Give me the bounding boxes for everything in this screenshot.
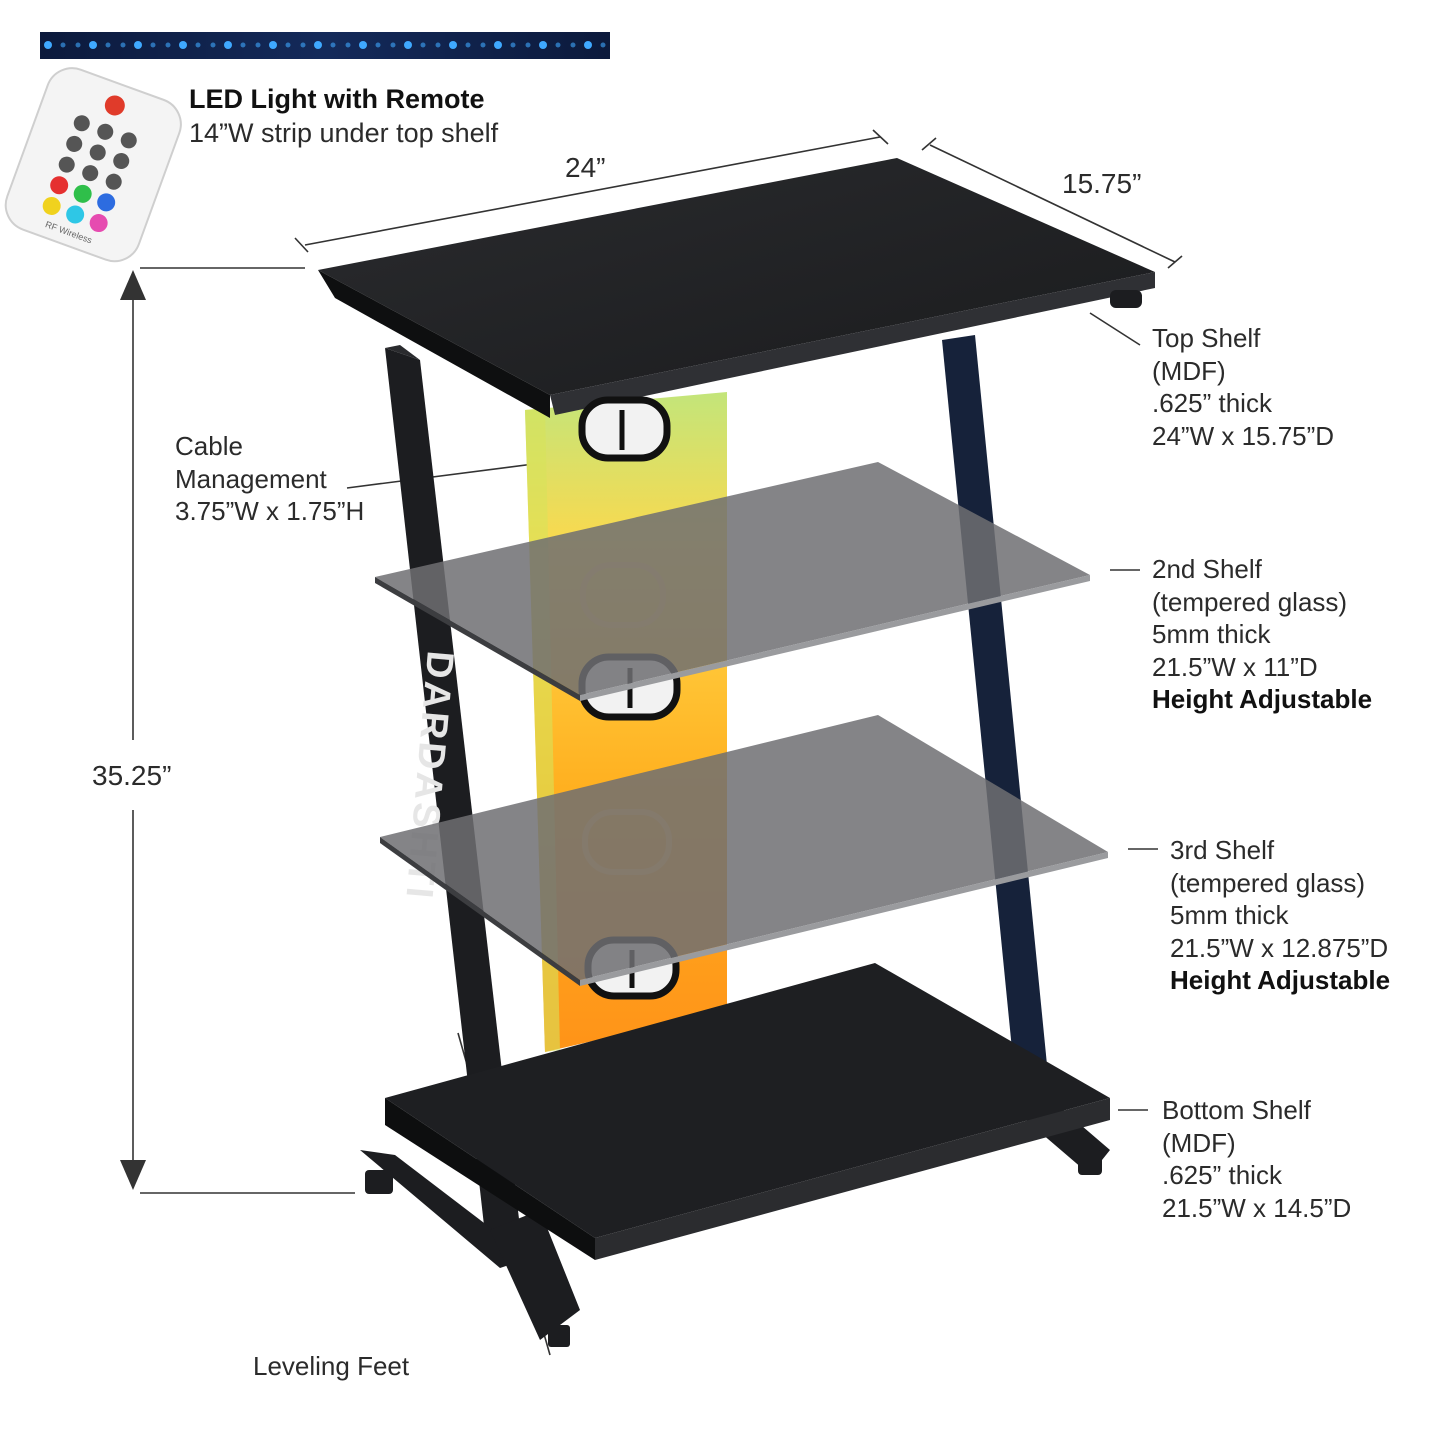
led-dot: [60, 42, 66, 48]
cable-line-2: Management: [175, 463, 327, 494]
leveling-feet-callout: Leveling Feet: [253, 1351, 410, 1381]
second-shelf-line-4: 21.5”W x 11”D: [1152, 651, 1318, 682]
led-dot: [345, 42, 351, 48]
second-shelf-line-5: Height Adjustable: [1152, 684, 1373, 714]
led-dot: [105, 42, 111, 48]
second-shelf-line-3: 5mm thick: [1152, 619, 1271, 649]
led-dot: [195, 42, 201, 48]
bottom-shelf: [385, 963, 1110, 1238]
top-shelf: [318, 158, 1155, 395]
bottom-shelf-callout: Bottom Shelf (MDF) .625” thick 21.5”W x …: [1162, 1094, 1351, 1224]
led-dot: [120, 42, 126, 48]
third-shelf-line-4: 21.5”W x 12.875”D: [1170, 932, 1389, 963]
bottom-shelf-line-3: .625” thick: [1162, 1160, 1282, 1190]
led-dot: [404, 41, 412, 49]
led-dot: [255, 42, 261, 48]
led-dot: [525, 42, 531, 48]
third-shelf-line-2: (tempered glass): [1170, 867, 1366, 898]
remote-icon: RF Wireless: [4, 67, 182, 263]
led-dot: [75, 42, 81, 48]
second-shelf-line-1: 2nd Shelf: [1152, 554, 1262, 584]
top-shelf-callout: Top Shelf (MDF) .625” thick 24”W x 15.75…: [1152, 322, 1334, 452]
led-dot: [584, 41, 592, 49]
third-shelf-callout: 3rd Shelf (tempered glass) 5mm thick 21.…: [1170, 834, 1390, 997]
led-dot: [570, 42, 576, 48]
led-dot: [449, 41, 457, 49]
led-subtitle: 14”W strip under top shelf: [189, 118, 499, 148]
led-title: LED Light with Remote: [189, 84, 485, 114]
led-dot: [330, 42, 336, 48]
led-dots: [44, 41, 606, 49]
led-dot: [150, 42, 156, 48]
led-dot: [600, 42, 606, 48]
bottom-shelf-line-1: Bottom Shelf: [1162, 1095, 1311, 1125]
led-dot: [510, 42, 516, 48]
second-shelf-callout: 2nd Shelf (tempered glass) 5mm thick 21.…: [1152, 553, 1372, 716]
led-dot: [494, 41, 502, 49]
cable-line-1: Cable: [175, 431, 243, 461]
bottom-shelf-line-2: (MDF): [1162, 1127, 1236, 1158]
led-dot: [179, 41, 187, 49]
top-shelf-line-4: 24”W x 15.75”D: [1152, 420, 1335, 451]
led-dot: [539, 41, 547, 49]
third-shelf-glass: [380, 715, 1108, 980]
led-dot: [390, 42, 396, 48]
height-dimension: 35.25”: [92, 760, 172, 791]
led-dot: [435, 42, 441, 48]
led-dot: [359, 41, 367, 49]
bottom-shelf-line-4: 21.5”W x 14.5”D: [1162, 1192, 1352, 1223]
arrow-up-icon: [120, 270, 146, 300]
depth-dimension: 15.75”: [1062, 168, 1142, 199]
led-dot: [210, 42, 216, 48]
top-shelf-line-1: Top Shelf: [1152, 323, 1261, 353]
led-dot: [465, 42, 471, 48]
second-shelf-line-2: (tempered glass): [1152, 586, 1348, 617]
led-dot: [314, 41, 322, 49]
led-dot: [555, 42, 561, 48]
cable-line-3: 3.75”W x 1.75”H: [175, 496, 365, 526]
arrow-down-icon: [120, 1160, 146, 1190]
second-shelf-glass: [375, 462, 1090, 695]
led-dot: [134, 41, 142, 49]
third-shelf-line-5: Height Adjustable: [1170, 965, 1391, 995]
led-dot: [269, 41, 277, 49]
top-shelf-line-2: (MDF): [1152, 355, 1226, 386]
led-strip: [40, 32, 610, 59]
third-shelf-line-3: 5mm thick: [1170, 900, 1289, 930]
av-stand: DARDASHTI: [318, 158, 1155, 1347]
led-dot: [44, 41, 52, 49]
cable-management-callout: Cable Management 3.75”W x 1.75”H: [175, 430, 364, 528]
width-dimension: 24”: [565, 152, 606, 183]
led-dot: [224, 41, 232, 49]
led-dot: [240, 42, 246, 48]
led-dot: [89, 41, 97, 49]
third-shelf-line-1: 3rd Shelf: [1170, 835, 1275, 865]
led-dot: [420, 42, 426, 48]
led-dot: [165, 42, 171, 48]
top-shelf-line-3: .625” thick: [1152, 388, 1272, 418]
led-dot: [285, 42, 291, 48]
led-dot: [300, 42, 306, 48]
led-dot: [375, 42, 381, 48]
led-dot: [480, 42, 486, 48]
